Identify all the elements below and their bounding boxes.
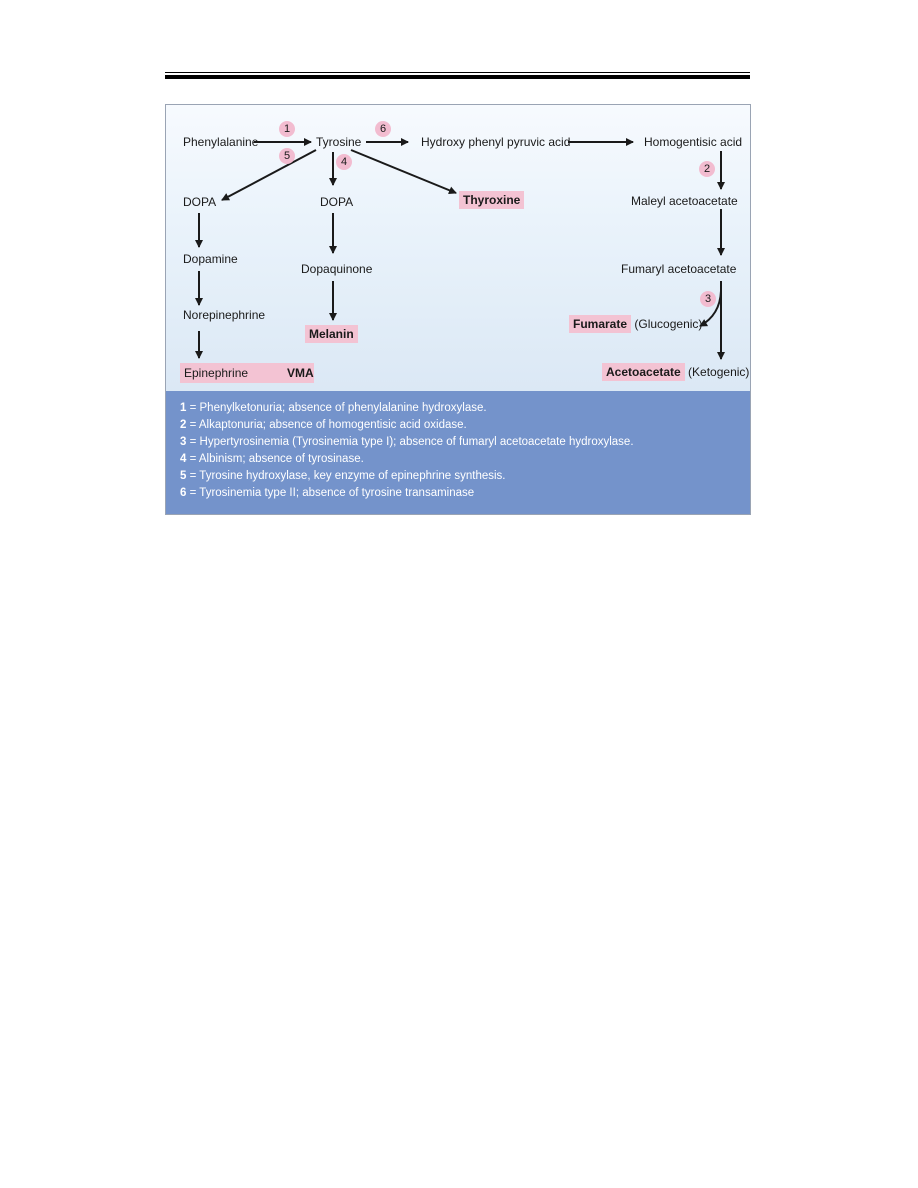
legend-item-4: 4 = Albinism; absence of tyrosinase.	[180, 452, 364, 466]
arrow-tyrosine-thyroxine	[350, 149, 457, 195]
node-dopaquinone: Dopaquinone	[301, 262, 373, 276]
header-rule-thick	[165, 75, 750, 79]
fumarate-note: (Glucogenic)	[634, 317, 703, 331]
pathway-diagram: Phenylalanine Tyrosine Hydroxy phenyl py…	[166, 105, 750, 391]
node-dopa-left: DOPA	[183, 195, 217, 209]
badge-3: 3	[700, 291, 716, 307]
legend-text: = Tyrosinemia type II; absence of tyrosi…	[186, 487, 475, 499]
node-acetoacetate-group: Acetoacetate (Ketogenic)	[602, 363, 750, 381]
legend-text: = Tyrosine hydroxylase, key enzyme of ep…	[186, 470, 506, 482]
legend-text: = Hypertyrosinemia (Tyrosinemia type I);…	[186, 436, 634, 448]
acetoacetate-note: (Ketogenic)	[688, 365, 750, 379]
node-epinephrine: Epinephrine	[184, 366, 249, 380]
legend-num: 6	[180, 487, 187, 499]
node-phenylalanine: Phenylalanine	[183, 135, 259, 149]
pathway-arrows	[195, 138, 725, 378]
node-acetoacetate: Acetoacetate	[602, 363, 685, 381]
arrow-fumaryl-fumarate	[699, 290, 722, 327]
legend-num: 1	[180, 402, 187, 414]
node-norepinephrine: Norepinephrine	[183, 308, 266, 322]
legend-num: 2	[180, 419, 187, 431]
badge-1: 1	[279, 121, 295, 137]
legend-text: = Alkaptonuria; absence of homogentisic …	[186, 419, 467, 431]
node-melanin: Melanin	[305, 325, 358, 343]
node-dopa-mid: DOPA	[320, 195, 354, 209]
legend-num: 5	[180, 470, 187, 482]
legend-item-5: 5 = Tyrosine hydroxylase, key enzyme of …	[180, 469, 506, 483]
legend-num: 3	[180, 436, 187, 448]
node-thyroxine: Thyroxine	[459, 191, 525, 209]
node-maleyl-acetoacetate: Maleyl acetoacetate	[631, 194, 738, 208]
node-fumaryl-acetoacetate: Fumaryl acetoacetate	[621, 262, 737, 276]
legend-item-1: 1 = Phenylketonuria; absence of phenylal…	[180, 401, 487, 415]
legend-text: = Albinism; absence of tyrosinase.	[186, 453, 364, 465]
badge-4: 4	[336, 154, 352, 170]
legend-text: = Phenylketonuria; absence of phenylalan…	[186, 402, 487, 414]
legend-item-6: 6 = Tyrosinemia type II; absence of tyro…	[180, 486, 474, 500]
legend-num: 4	[180, 453, 187, 465]
legend-item-3: 3 = Hypertyrosinemia (Tyrosinemia type I…	[180, 435, 634, 449]
node-hydroxy-phenyl-pyruvic-acid: Hydroxy phenyl pyruvic acid	[421, 135, 571, 149]
node-epinephrine-group: Epinephrine	[180, 363, 314, 383]
tyrosine-metabolism-figure: Phenylalanine Tyrosine Hydroxy phenyl py…	[165, 104, 751, 515]
node-vma: VMA	[287, 366, 314, 380]
header-rule-thin	[165, 72, 750, 73]
arrow-tyrosine-dopa-left	[221, 149, 317, 201]
badge-5: 5	[279, 148, 295, 164]
enzyme-legend: 1 = Phenylketonuria; absence of phenylal…	[166, 391, 750, 514]
node-homogentisic-acid: Homogentisic acid	[644, 135, 743, 149]
node-fumarate-group: Fumarate (Glucogenic)	[569, 315, 703, 333]
node-fumarate: Fumarate	[569, 315, 632, 333]
node-tyrosine: Tyrosine	[316, 135, 362, 149]
badge-6: 6	[375, 121, 391, 137]
node-dopamine: Dopamine	[183, 252, 238, 266]
legend-item-2: 2 = Alkaptonuria; absence of homogentisi…	[180, 418, 467, 432]
badge-2: 2	[699, 161, 715, 177]
